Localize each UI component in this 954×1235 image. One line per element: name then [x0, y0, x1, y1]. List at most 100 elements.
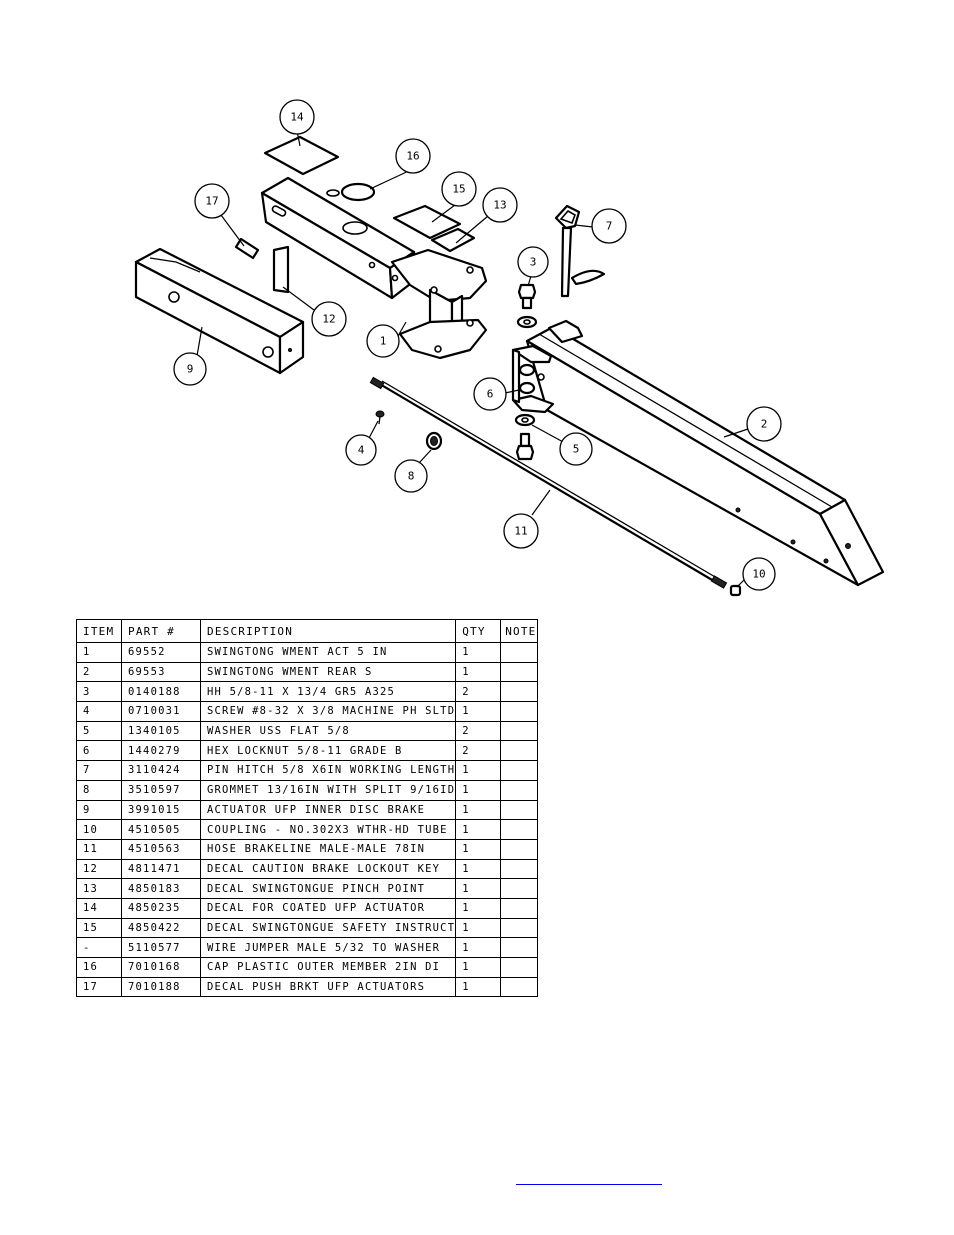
cell-item: 2 — [76, 661, 122, 683]
decal-13 — [430, 227, 476, 253]
svg-text:15: 15 — [452, 183, 465, 196]
cell-note — [500, 661, 538, 683]
footer-link[interactable] — [516, 1172, 662, 1185]
header-note: NOTE — [500, 619, 538, 643]
cell-item: 10 — [76, 819, 122, 840]
svg-text:16: 16 — [406, 150, 419, 163]
cell-qty: 1 — [455, 661, 502, 683]
cell-part-number: 5110577 — [121, 937, 201, 958]
cell-note — [500, 681, 538, 703]
cell-description: CAP PLASTIC OUTER MEMBER 2IN DI — [199, 957, 457, 978]
cell-note — [500, 779, 538, 801]
decal-14 — [263, 135, 340, 176]
balloon-12[interactable]: 12 — [311, 301, 347, 337]
cell-note — [500, 740, 538, 762]
hose-11 — [369, 376, 728, 589]
cell-note — [500, 878, 538, 899]
svg-text:6: 6 — [487, 388, 494, 401]
balloon-8[interactable]: 8 — [394, 459, 428, 493]
svg-text:9: 9 — [187, 363, 194, 376]
balloon-14[interactable]: 14 — [279, 99, 315, 135]
balloon-17[interactable]: 17 — [194, 183, 230, 219]
cell-part-number: 0140188 — [121, 681, 201, 703]
cell-qty: 1 — [455, 701, 502, 722]
leader-lines — [196, 130, 749, 588]
cell-qty: 1 — [455, 957, 502, 978]
cell-part-number: 4811471 — [121, 858, 201, 880]
table-header-row: ITEM PART # DESCRIPTION QTY NOTE — [76, 619, 538, 643]
cell-item: 11 — [76, 838, 122, 860]
svg-text:17: 17 — [205, 195, 218, 208]
cell-description: COUPLING - NO.302X3 WTHR-HD TUBE — [199, 819, 457, 840]
balloon-3[interactable]: 3 — [517, 246, 549, 278]
cell-part-number: 3110424 — [121, 760, 201, 781]
cell-note — [500, 799, 538, 821]
svg-text:4: 4 — [358, 444, 365, 457]
cell-part-number: 69553 — [121, 661, 201, 683]
balloon-2[interactable]: 2 — [746, 406, 782, 442]
cell-note — [500, 976, 538, 998]
cell-note — [500, 917, 538, 939]
svg-text:8: 8 — [408, 470, 415, 483]
balloon-5[interactable]: 5 — [559, 432, 593, 466]
screw-4 — [375, 410, 385, 425]
cell-qty: 2 — [455, 740, 502, 762]
balloon-16[interactable]: 16 — [395, 138, 431, 174]
cell-item: 6 — [76, 740, 122, 762]
header-part-number: PART # — [121, 619, 201, 643]
cell-item: 17 — [76, 976, 122, 998]
decal-17 — [234, 237, 260, 260]
svg-text:13: 13 — [493, 199, 506, 212]
cell-part-number: 4850183 — [121, 878, 201, 899]
balloon-1[interactable]: 1 — [366, 324, 400, 358]
cell-qty: 1 — [455, 838, 502, 860]
cell-description: ACTUATOR UFP INNER DISC BRAKE — [199, 799, 457, 821]
balloon-4[interactable]: 4 — [345, 434, 377, 466]
cell-description: SWINGTONG WMENT REAR S — [199, 661, 457, 683]
cell-description: HEX LOCKNUT 5/8-11 GRADE B — [199, 740, 457, 762]
cell-qty: 1 — [455, 897, 502, 919]
cell-description: DECAL SWINGTONGUE SAFETY INSTRUCT — [199, 917, 457, 939]
cell-qty: 2 — [455, 720, 502, 742]
svg-text:3: 3 — [530, 256, 537, 269]
cell-item: 16 — [76, 957, 122, 978]
svg-text:12: 12 — [322, 313, 335, 326]
rear-weldment-2 — [511, 319, 885, 587]
balloon-13[interactable]: 13 — [482, 187, 518, 223]
cell-qty: 1 — [455, 858, 502, 880]
svg-text:14: 14 — [290, 111, 304, 124]
cell-note — [500, 720, 538, 742]
front-weldment-1 — [260, 176, 488, 360]
balloon-15[interactable]: 15 — [441, 171, 477, 207]
cell-part-number: 4850422 — [121, 917, 201, 939]
balloon-6[interactable]: 6 — [473, 377, 507, 411]
svg-text:10: 10 — [752, 568, 765, 581]
cell-qty: 1 — [455, 642, 502, 663]
svg-text:7: 7 — [606, 220, 613, 233]
balloon-9[interactable]: 9 — [173, 352, 207, 386]
cap-16 — [340, 182, 376, 202]
cell-part-number: 3991015 — [121, 799, 201, 821]
cell-part-number: 7010168 — [121, 957, 201, 978]
svg-text:11: 11 — [514, 525, 527, 538]
cell-description: WIRE JUMPER MALE 5/32 TO WASHER — [199, 937, 457, 958]
balloon-10[interactable]: 10 — [742, 557, 776, 591]
exploded-parts-diagram: 14 16 17 15 13 7 3 12 1 9 6 2 4 5 8 11 1… — [134, 99, 885, 597]
cell-note — [500, 937, 538, 958]
balloon-11[interactable]: 11 — [503, 513, 539, 549]
cell-qty: 1 — [455, 878, 502, 899]
balloon-7[interactable]: 7 — [591, 208, 627, 244]
